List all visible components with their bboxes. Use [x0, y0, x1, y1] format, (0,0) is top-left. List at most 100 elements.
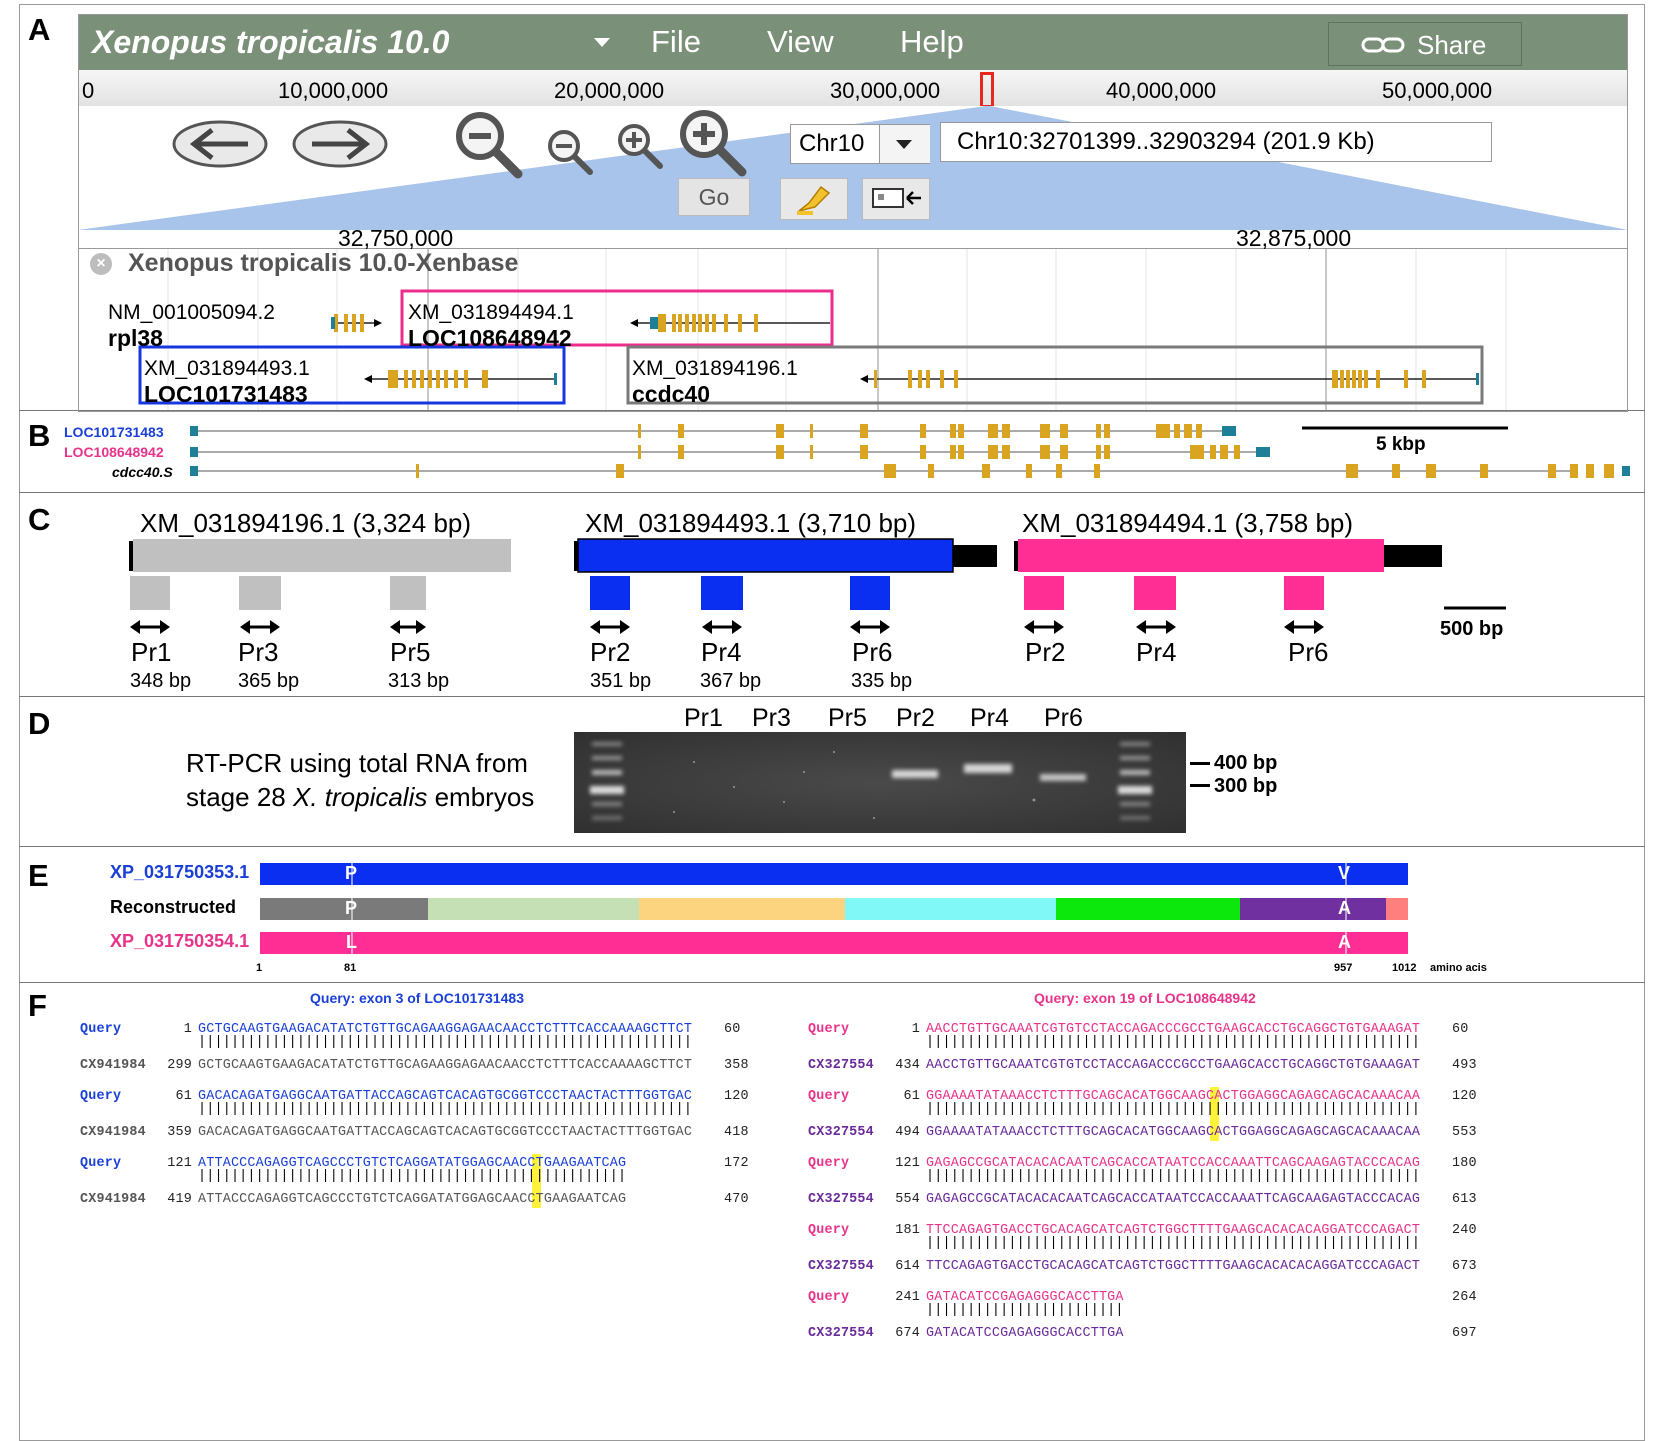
- primer-label: Pr6: [1288, 637, 1328, 668]
- zoom-out-large-icon[interactable]: [452, 108, 524, 180]
- menu-help[interactable]: Help: [900, 24, 964, 60]
- subject-label: CX941984: [80, 1192, 146, 1207]
- chromosome-overview[interactable]: 0 10,000,000 20,000,000 30,000,000 40,00…: [78, 70, 1628, 107]
- primer-label: Pr2: [590, 637, 630, 668]
- transcript-diagram: [120, 536, 1520, 646]
- desc-species: X. tropicalis: [293, 782, 427, 812]
- gene-name-ccdc40[interactable]: ccdc40: [632, 381, 710, 408]
- protein-label-353: XP_031750353.1: [110, 862, 249, 883]
- gene-name-loc108648942[interactable]: LOC108648942: [408, 325, 572, 352]
- residue-bot-81: L: [346, 932, 357, 953]
- residue-bot-957: A: [1338, 932, 1351, 953]
- residue-mid-957: A: [1338, 898, 1351, 919]
- match-bars: ||||||||||||||||||||||||||||||||||||||||…: [198, 1035, 692, 1050]
- primer-label: Pr2: [1025, 637, 1065, 668]
- navigation-area: Chr10 Chr10:32701399..32903294 (201.9 Kb…: [78, 106, 1628, 230]
- lane-label-pr5: Pr5: [828, 704, 867, 733]
- subject-sequence: GCTGCAAGTGAAGACATATCTGTTGCAGAAGGAGAACAAC…: [198, 1058, 692, 1073]
- track-list-icon: [871, 185, 923, 213]
- chevron-down-icon: [879, 125, 930, 163]
- alignment-title-left: Query: exon 3 of LOC101731483: [310, 990, 524, 1006]
- lane-label-pr3: Pr3: [752, 704, 791, 733]
- amplicon-size: 367 bp: [700, 670, 761, 693]
- agarose-gel: [574, 732, 1186, 833]
- divider: [19, 410, 1645, 411]
- region-tick-2: 32,875,000: [1236, 225, 1351, 252]
- dataset-dropdown-icon[interactable]: [594, 38, 610, 47]
- subject-label: CX327554: [808, 1326, 874, 1341]
- aa-axis-1012: 1012: [1392, 962, 1416, 974]
- scale-label-5kbp: 5 kbp: [1376, 434, 1426, 456]
- query-end: 264: [1452, 1290, 1477, 1305]
- rtpcr-description: RT-PCR using total RNA from stage 28 X. …: [186, 746, 534, 814]
- gene-track: × Xenopus tropicalis 10.0-Xenbase NM_001…: [78, 249, 1628, 410]
- scale-label-500bp: 500 bp: [1440, 618, 1503, 641]
- go-button[interactable]: Go: [678, 178, 750, 216]
- subject-start: 359: [158, 1125, 192, 1140]
- query-end: 60: [1452, 1022, 1468, 1037]
- share-button[interactable]: Share: [1328, 22, 1522, 66]
- primer-label: Pr3: [238, 637, 278, 668]
- ruler-tick-30m: 30,000,000: [830, 78, 940, 104]
- subject-sequence: GACACAGATGAGGCAATGATTACCAGCAGTCACAGTGCGG…: [198, 1125, 692, 1140]
- gene-name-rpl38[interactable]: rpl38: [108, 325, 163, 352]
- transcript-title-196: XM_031894196.1 (3,324 bp): [140, 508, 471, 539]
- amplicon-size: 348 bp: [130, 670, 191, 693]
- primer-label: Pr4: [701, 637, 741, 668]
- zoom-in-large-icon[interactable]: [676, 106, 750, 180]
- zoom-in-small-icon[interactable]: [614, 120, 666, 172]
- gene-name-loc101731483[interactable]: LOC101731483: [144, 381, 308, 408]
- subject-label: CX327554: [808, 1058, 874, 1073]
- subject-start: 554: [886, 1192, 920, 1207]
- match-bars: ||||||||||||||||||||||||||||||||||||||||…: [926, 1169, 1420, 1184]
- zoom-out-small-icon[interactable]: [544, 126, 594, 176]
- chromosome-select[interactable]: Chr10: [790, 124, 930, 164]
- menu-view[interactable]: View: [767, 24, 834, 60]
- subject-end: 470: [724, 1192, 749, 1207]
- query-end: 60: [724, 1022, 740, 1037]
- aa-axis-unit: amino acis: [1430, 962, 1487, 974]
- protein-alignment: [260, 860, 1410, 956]
- subject-label: CX941984: [80, 1125, 146, 1140]
- pan-left-icon[interactable]: [170, 118, 270, 170]
- subject-end: 553: [1452, 1125, 1477, 1140]
- query-start: 1: [886, 1022, 920, 1037]
- primer-label: Pr1: [131, 637, 171, 668]
- match-bars: ||||||||||||||||||||||||||||||||||||||||…: [926, 1035, 1420, 1050]
- current-region-marker[interactable]: [980, 72, 994, 108]
- track-selector-button[interactable]: [862, 178, 930, 220]
- desc-text: stage 28: [186, 782, 293, 812]
- location-input[interactable]: Chr10:32701399..32903294 (201.9 Kb): [940, 122, 1492, 162]
- query-end: 120: [1452, 1089, 1477, 1104]
- query-end: 120: [724, 1089, 749, 1104]
- gene-acc-ccdc40[interactable]: XM_031894196.1: [632, 357, 798, 381]
- pan-right-icon[interactable]: [290, 118, 390, 170]
- query-start: 61: [886, 1089, 920, 1104]
- highlight-button[interactable]: [780, 178, 848, 220]
- amplicon-size: 351 bp: [590, 670, 651, 693]
- track-name-loc108648942: LOC108648942: [64, 444, 164, 460]
- gene-acc-rpl38[interactable]: NM_001005094.2: [108, 301, 275, 325]
- subject-label: CX941984: [80, 1058, 146, 1073]
- amplicon-size: 365 bp: [238, 670, 299, 693]
- primer-label: Pr4: [1136, 637, 1176, 668]
- query-start: 1: [158, 1022, 192, 1037]
- close-track-icon[interactable]: ×: [90, 253, 112, 275]
- gene-acc-loc101731483[interactable]: XM_031894493.1: [144, 357, 310, 381]
- protein-label-reconstructed: Reconstructed: [110, 897, 236, 918]
- query-label: Query: [80, 1156, 121, 1171]
- query-start: 121: [886, 1156, 920, 1171]
- ruler-tick-20m: 20,000,000: [554, 78, 664, 104]
- genome-browser: Xenopus tropicalis 10.0 File View Help S…: [78, 14, 1628, 410]
- menu-file[interactable]: File: [651, 24, 701, 60]
- region-tick-1: 32,750,000: [338, 225, 453, 252]
- subject-start: 299: [158, 1058, 192, 1073]
- query-label: Query: [808, 1022, 849, 1037]
- ruler-tick-10m: 10,000,000: [278, 78, 388, 104]
- desc-text: embryos: [427, 782, 534, 812]
- lane-label-pr4: Pr4: [970, 704, 1009, 733]
- subject-start: 614: [886, 1259, 920, 1274]
- aa-axis-957: 957: [1334, 962, 1352, 974]
- query-end: 240: [1452, 1223, 1477, 1238]
- gene-acc-loc108648942[interactable]: XM_031894494.1: [408, 301, 574, 325]
